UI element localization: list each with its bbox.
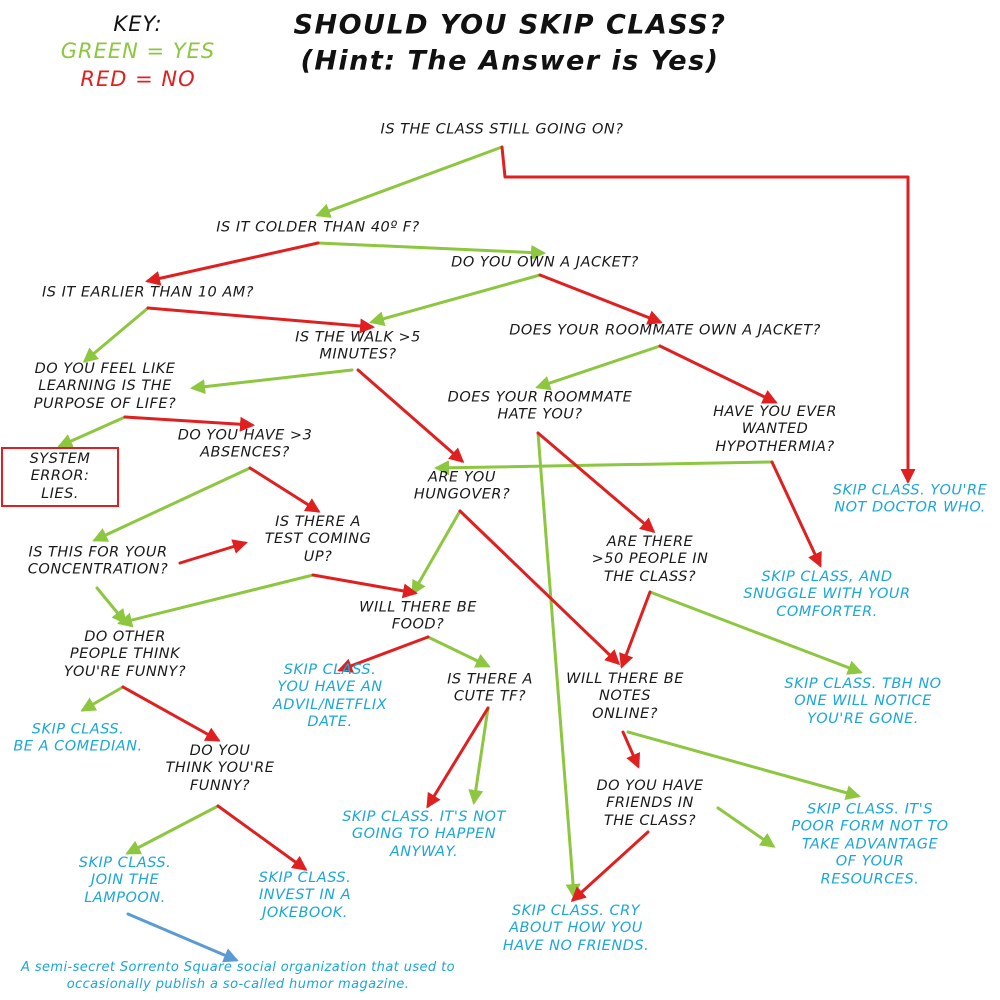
arrow-yes-hate-to-cry xyxy=(536,431,581,899)
arrow-yes-jacket-to-walk xyxy=(369,273,542,326)
arrow-no-test-to-food xyxy=(311,573,418,599)
arrow-no-learning-to-absences xyxy=(123,415,255,432)
legend-yes: GREEN = YES xyxy=(60,39,216,64)
arrow-yes-food-to-cute-tf xyxy=(426,635,491,668)
node-notes-online: WILL THERE BE NOTES ONLINE? xyxy=(566,670,684,722)
node-own-jacket: DO YOU OWN A JACKET? xyxy=(451,254,639,271)
arrow-yes-class-going-to-colder xyxy=(315,145,504,218)
answer-cry-no-friends: SKIP CLASS. CRY ABOUT HOW YOU HAVE NO FR… xyxy=(502,902,650,954)
lampoon-footnote: A semi-secret Sorrento Square social org… xyxy=(21,960,455,992)
arrow-no-class-going-to-doctor-who xyxy=(500,145,916,484)
arrow-yes-cute-tf-to-not-happen xyxy=(468,706,490,805)
system-error-box xyxy=(1,447,119,507)
arrow-yes-walk-to-learning xyxy=(190,368,354,395)
node-earlier-than-10: IS IT EARLIER THAN 10 AM? xyxy=(41,284,255,301)
arrow-yes-50-people-to-no-one-notice xyxy=(648,590,863,675)
arrow-no-friends-to-cry xyxy=(570,830,650,903)
arrow-yes-roommate-jacket-to-hate xyxy=(535,344,662,391)
node-test-coming-up: IS THERE A TEST COMING UP? xyxy=(264,513,372,565)
node-cute-tf: IS THERE A CUTE TF? xyxy=(447,671,533,705)
node-roommate-own-jacket: DOES YOUR ROOMMATE OWN A JACKET? xyxy=(509,322,821,339)
node-colder-than-40: IS IT COLDER THAN 40º F? xyxy=(216,219,420,236)
node-think-youre-funny: DO YOU THINK YOU'RE FUNNY? xyxy=(165,742,275,794)
answer-snuggle-comforter: SKIP CLASS, AND SNUGGLE WITH YOUR COMFOR… xyxy=(743,568,911,620)
arrow-yes-notes-to-poor-form xyxy=(626,730,861,801)
answer-no-one-notice: SKIP CLASS. TBH NO ONE WILL NOTICE YOU'R… xyxy=(784,675,942,727)
arrow-no-roommate-jacket-to-hypothermia xyxy=(658,344,778,404)
arrow-no-hate-to-50-people xyxy=(536,431,656,533)
arrow-yes-hypothermia-to-hungover xyxy=(434,460,774,476)
arrow-yes-friends-to-poor-form xyxy=(716,806,776,848)
answer-not-doctor-who: SKIP CLASS. YOU'RE NOT DOCTOR WHO. xyxy=(832,482,988,516)
node-for-concentration: IS THIS FOR YOUR CONCENTRATION? xyxy=(27,544,169,578)
arrow-no-funny-self-to-jokebook xyxy=(216,804,308,871)
arrow-no-food-to-advil xyxy=(337,635,430,673)
answer-invest-jokebook: SKIP CLASS. INVEST IN A JOKEBOOK. xyxy=(258,869,352,921)
arrow-no-colder-to-earlier xyxy=(145,241,320,286)
arrow-no-funny-others-to-funny-self xyxy=(121,685,221,742)
node-friends-in-class: DO YOU HAVE FRIENDS IN THE CLASS? xyxy=(596,777,704,829)
arrow-no-concentration-to-test xyxy=(178,539,248,565)
arrow-no-earlier-to-walk xyxy=(146,306,375,334)
legend-no: RED = NO xyxy=(80,66,196,91)
arrow-no-notes-to-friends xyxy=(621,730,641,769)
node-wanted-hypothermia: HAVE YOU EVER WANTED HYPOTHERMIA? xyxy=(713,403,837,455)
node-more-than-3-absences: DO YOU HAVE >3 ABSENCES? xyxy=(177,427,313,461)
title-block: SHOULD YOU SKIP CLASS? (Hint: The Answer… xyxy=(294,8,727,81)
node-more-than-50-people: ARE THERE >50 PEOPLE IN THE CLASS? xyxy=(591,533,709,585)
arrow-no-cute-tf-to-not-happen xyxy=(426,706,490,809)
node-hungover: ARE YOU HUNGOVER? xyxy=(413,469,511,503)
node-roommate-hate: DOES YOUR ROOMMATE HATE YOU? xyxy=(447,389,633,423)
legend-key: KEY: GREEN = YES RED = NO xyxy=(61,11,215,93)
arrow-yes-hungover-to-food xyxy=(411,509,462,596)
arrow-yes-test-to-funny-others xyxy=(117,573,315,628)
arrow-lampoon-to-footnote xyxy=(126,912,239,963)
answer-advil-netflix: SKIP CLASS. YOU HAVE AN ADVIL/NETFLIX DA… xyxy=(272,662,388,731)
arrow-yes-concentration-to-funny-others xyxy=(95,586,127,625)
arrow-yes-funny-self-to-lampoon xyxy=(125,804,220,855)
title-hint: (Hint: The Answer is Yes) xyxy=(300,46,720,77)
node-others-think-funny: DO OTHER PEOPLE THINK YOU'RE FUNNY? xyxy=(63,628,187,680)
node-walk-5-minutes: IS THE WALK >5 MINUTES? xyxy=(295,329,421,363)
node-class-still-going: IS THE CLASS STILL GOING ON? xyxy=(380,121,624,138)
answer-poor-form-resources: SKIP CLASS. IT'S POOR FORM NOT TO TAKE A… xyxy=(791,801,949,888)
answer-not-going-to-happen: SKIP CLASS. IT'S NOT GOING TO HAPPEN ANY… xyxy=(342,808,506,860)
answer-be-comedian: SKIP CLASS. BE A COMEDIAN. xyxy=(13,721,143,755)
node-learning-purpose: DO YOU FEEL LIKE LEARNING IS THE PURPOSE… xyxy=(33,360,177,412)
arrow-no-absences-to-test xyxy=(248,466,321,513)
title-main: SHOULD YOU SKIP CLASS? xyxy=(293,9,727,41)
arrow-no-jacket-to-roommate-jacket xyxy=(538,273,663,325)
arrow-yes-earlier-to-learning xyxy=(82,306,150,363)
arrow-no-hypothermia-to-snuggle xyxy=(770,460,822,568)
arrow-no-50-people-to-notes xyxy=(619,590,652,669)
arrow-yes-learning-to-error xyxy=(57,415,127,448)
arrow-yes-absences-to-concentration xyxy=(92,466,252,542)
arrow-yes-funny-others-to-comedian xyxy=(80,685,125,712)
arrow-no-walk-to-hungover xyxy=(356,368,465,463)
answer-join-lampoon: SKIP CLASS. JOIN THE LAMPOON. xyxy=(78,854,172,906)
arrow-yes-colder-to-jacket xyxy=(316,241,546,260)
legend-heading: KEY: xyxy=(113,12,163,37)
arrow-no-hungover-to-notes xyxy=(458,509,621,666)
node-system-error: SYSTEM ERROR: LIES. xyxy=(29,450,91,502)
node-will-there-be-food: WILL THERE BE FOOD? xyxy=(359,599,477,633)
